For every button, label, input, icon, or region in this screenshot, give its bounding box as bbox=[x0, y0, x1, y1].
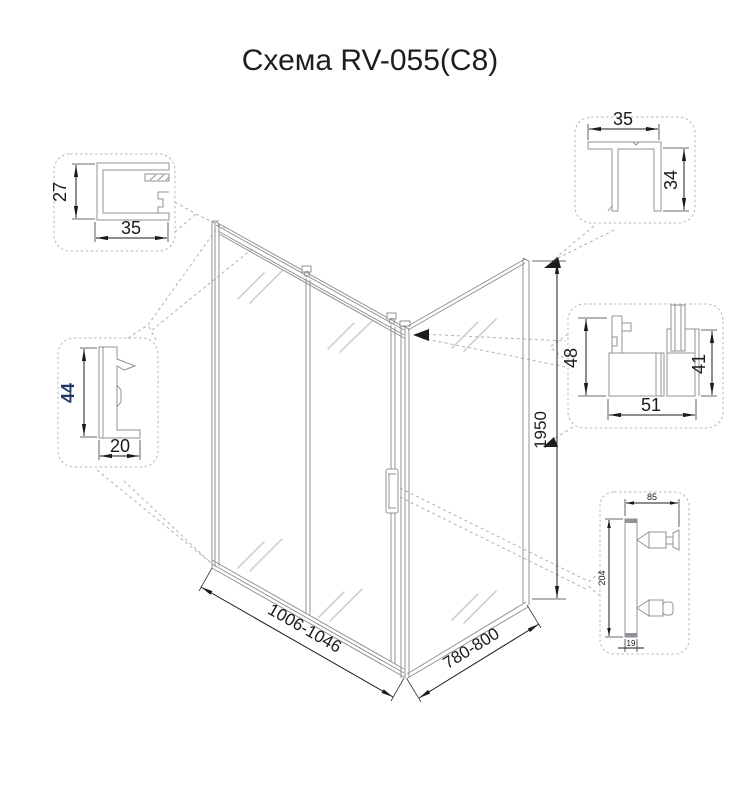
door-divider-stile bbox=[301, 265, 312, 615]
detail-bubble-top-corner-profile: 35 34 bbox=[574, 109, 696, 224]
bottom-rail-section bbox=[608, 304, 700, 397]
top-corner-height-label: 34 bbox=[661, 170, 681, 190]
wall-profile-section bbox=[96, 162, 170, 221]
wall-profile-width-label: 35 bbox=[121, 218, 141, 238]
handle-width-label: 85 bbox=[647, 492, 657, 502]
detail-bubble-bottom-rail-profile: 48 41 51 bbox=[561, 303, 724, 429]
side-panel bbox=[405, 257, 530, 680]
leader-lines bbox=[96, 201, 615, 597]
sill-profile-section bbox=[98, 346, 141, 439]
door-handle-drawing bbox=[385, 468, 399, 514]
top-corner-profile-section bbox=[587, 141, 662, 212]
handle-section bbox=[624, 518, 680, 638]
door-roller-right bbox=[386, 312, 397, 320]
dimension-height: 1950 bbox=[531, 260, 566, 600]
leader-arrow-corner-post bbox=[413, 329, 429, 341]
leader-arrow-rail bbox=[543, 437, 558, 447]
diagram-title: Схема RV-055(C8) bbox=[242, 44, 499, 77]
rail-right-height-label: 41 bbox=[689, 354, 709, 374]
shower-enclosure-drawing bbox=[211, 220, 530, 680]
detail-bubble-sill-profile: 44 20 bbox=[57, 337, 159, 468]
dimension-side-width: 780-800 bbox=[406, 604, 542, 703]
door-roller-left bbox=[301, 265, 312, 273]
front-corner-post bbox=[399, 320, 411, 678]
wall-profile-height-label: 27 bbox=[50, 182, 70, 202]
leader-arrow-back-post bbox=[544, 257, 561, 268]
rail-width-label: 51 bbox=[641, 395, 661, 415]
front-left-wall-post bbox=[211, 220, 220, 568]
height-label: 1950 bbox=[531, 411, 550, 449]
sill-profile-width-label: 20 bbox=[110, 436, 130, 456]
rail-left-height-label: 48 bbox=[561, 348, 581, 368]
dimension-front-width: 1006-1046 bbox=[198, 567, 405, 702]
top-corner-width-label: 35 bbox=[613, 109, 633, 129]
detail-bubble-handle: 85 204 19 bbox=[597, 491, 690, 655]
sill-profile-height-label: 44 bbox=[58, 383, 78, 403]
detail-bubble-wall-profile: 27 35 bbox=[50, 153, 176, 252]
handle-height-label: 204 bbox=[597, 570, 607, 585]
glass-shine-marks bbox=[237, 270, 497, 624]
handle-depth-label: 19 bbox=[627, 639, 636, 648]
